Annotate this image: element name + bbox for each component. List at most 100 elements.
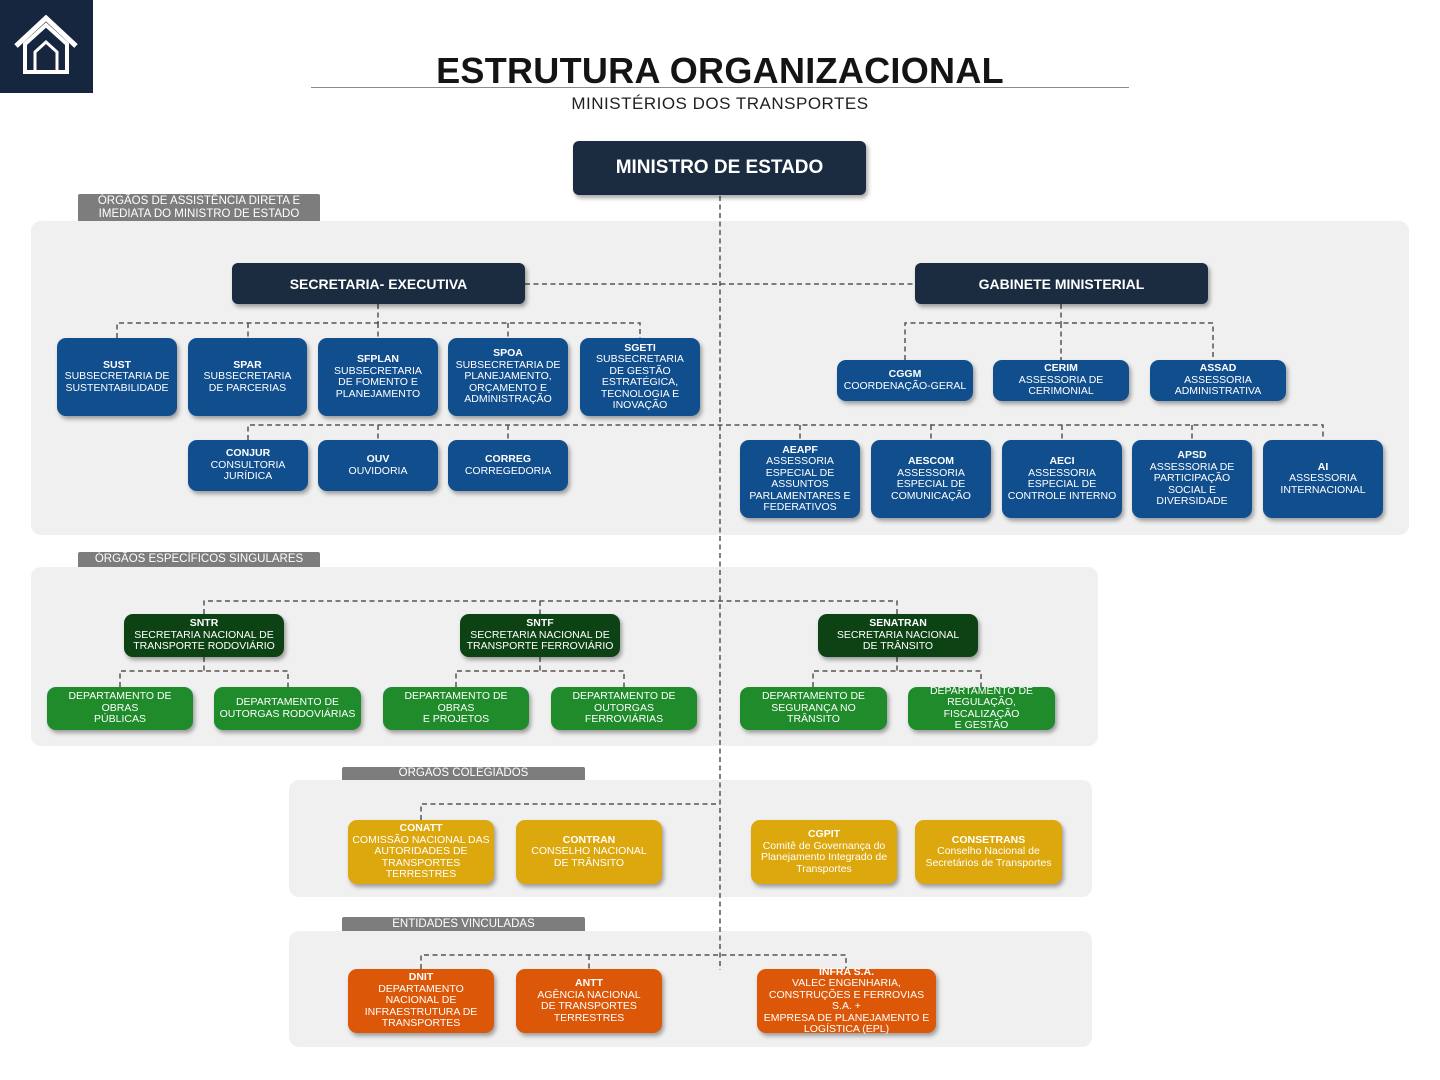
org-box-infra-sa[interactable]: INFRA S.A. VALEC ENGENHARIA, CONSTRUÇÕES…: [757, 965, 936, 1035]
org-box-apsd[interactable]: APSD ASSESSORIA DE PARTICIPAÇÃO SOCIAL E…: [1132, 440, 1252, 518]
section-tab-colegiados: ÓRGÃOS COLEGIADOS: [342, 767, 585, 780]
org-box-sntf[interactable]: SNTF SECRETARIA NACIONAL DE TRANSPORTE F…: [460, 614, 620, 657]
org-abbr: AECI: [1049, 455, 1075, 467]
org-abbr: INFRA S.A.: [818, 965, 875, 978]
org-abbr: CONSETRANS: [951, 833, 1026, 846]
org-desc: DEPARTAMENTO DE SEGURANÇA NO TRÂNSITO: [761, 690, 866, 726]
logo: [0, 0, 93, 93]
org-abbr: DNIT: [408, 971, 434, 984]
org-desc: SUBSECRETARIA DE PARCERIAS: [203, 370, 292, 394]
org-desc: COORDENAÇÃO-GERAL: [843, 379, 967, 392]
org-box-sust[interactable]: SUST SUBSECRETARIA DE SUSTENTABILIDADE: [57, 338, 177, 416]
org-box-ai[interactable]: AI ASSESSORIA INTERNACIONAL: [1263, 440, 1383, 518]
org-abbr: SFPLAN: [357, 353, 399, 365]
org-box-cgpit[interactable]: CGPIT Comitê de Governança do Planejamen…: [751, 820, 897, 884]
org-box-aeapf[interactable]: AEAPF ASSESSORIA ESPECIAL DE ASSUNTOS PA…: [740, 440, 860, 518]
org-box-aescom[interactable]: AESCOM ASSESSORIA ESPECIAL DE COMUNICAÇÃ…: [871, 440, 991, 518]
org-desc: Conselho Nacional de Secretários de Tran…: [925, 845, 1052, 869]
title-divider: [311, 87, 1129, 88]
org-abbr: SENATRAN: [869, 617, 927, 630]
org-box-spoa[interactable]: SPOA SUBSECRETARIA DE PLANEJAMENTO, ORÇA…: [448, 338, 568, 416]
org-desc: SECRETARIA NACIONAL DE TRÂNSITO: [836, 628, 960, 653]
org-abbr: AESCOM: [907, 455, 955, 467]
dept-box-regulacao[interactable]: DEPARTAMENTO DE REGULAÇÃO, FISCALIZAÇÃO …: [908, 684, 1055, 731]
org-desc: DEPARTAMENTO NACIONAL DE INFRAESTRUTURA …: [364, 982, 478, 1030]
org-desc: SUBSECRETARIA DE SUSTENTABILIDADE: [64, 370, 170, 394]
org-box-contran[interactable]: CONTRAN CONSELHO NACIONAL DE TRÂNSITO: [516, 820, 662, 884]
org-desc: ASSESSORIA DE PARTICIPAÇÃO SOCIAL E DIVE…: [1149, 460, 1235, 508]
org-box-dnit[interactable]: DNIT DEPARTAMENTO NACIONAL DE INFRAESTRU…: [348, 969, 494, 1033]
org-desc: ASSESSORIA INTERNACIONAL: [1280, 472, 1366, 496]
section-tab-vinculadas: ENTIDADES VINCULADAS: [342, 917, 585, 931]
org-desc: COMISSÃO NACIONAL DAS AUTORIDADES DE TRA…: [352, 833, 490, 881]
org-box-sfplan[interactable]: SFPLAN SUBSECRETARIA DE FOMENTO E PLANEJ…: [318, 338, 438, 416]
org-desc: DEPARTAMENTO DE OUTORGAS RODOVIÁRIAS: [219, 696, 356, 720]
org-desc: AGÊNCIA NACIONAL DE TRANSPORTES TERRESTR…: [537, 988, 641, 1024]
org-desc: ASSESSORIA DE CERIMONIAL: [1018, 373, 1104, 398]
org-box-cerim[interactable]: CERIM ASSESSORIA DE CERIMONIAL: [993, 360, 1129, 401]
org-desc: SECRETARIA NACIONAL DE TRANSPORTE FERROV…: [466, 628, 614, 653]
org-abbr: SPOA: [493, 347, 523, 360]
dept-box-obras-projetos[interactable]: DEPARTAMENTO DE OBRAS E PROJETOS: [383, 687, 529, 730]
org-desc: ASSESSORIA ESPECIAL DE ASSUNTOS PARLAMEN…: [749, 455, 851, 513]
gabinete-ministerial-box[interactable]: GABINETE MINISTERIAL: [915, 263, 1208, 304]
org-box-ouv[interactable]: OUV OUVIDORIA: [318, 440, 438, 491]
org-desc: DEPARTAMENTO DE REGULAÇÃO, FISCALIZAÇÃO …: [929, 684, 1034, 731]
org-desc: SECRETARIA NACIONAL DE TRANSPORTE RODOVI…: [133, 628, 275, 653]
org-box-sntr[interactable]: SNTR SECRETARIA NACIONAL DE TRANSPORTE R…: [124, 614, 284, 657]
dept-box-outorgas-rodoviarias[interactable]: DEPARTAMENTO DE OUTORGAS RODOVIÁRIAS: [214, 687, 361, 730]
dept-box-obras-publicas[interactable]: DEPARTAMENTO DE OBRAS PÚBLICAS: [47, 687, 193, 730]
org-abbr: CONJUR: [225, 447, 271, 460]
org-abbr: CORREG: [484, 453, 532, 465]
org-box-conjur[interactable]: CONJUR CONSULTORIA JURÍDICA: [188, 440, 308, 491]
org-abbr: AI: [1317, 460, 1329, 473]
org-desc: ASSESSORIA ADMINISTRATIVA: [1174, 373, 1262, 398]
org-box-correg[interactable]: CORREG CORREGEDORIA: [448, 440, 568, 491]
org-abbr: CONTRAN: [562, 833, 616, 846]
org-abbr: SUST: [102, 358, 131, 371]
org-box-sgeti[interactable]: SGETI SUBSECRETARIA DE GESTÃO ESTRATÉGIC…: [580, 338, 700, 416]
minister-box[interactable]: MINISTRO DE ESTADO: [573, 141, 866, 195]
org-box-assad[interactable]: ASSAD ASSESSORIA ADMINISTRATIVA: [1150, 360, 1286, 401]
org-box-consetrans[interactable]: CONSETRANS Conselho Nacional de Secretár…: [915, 820, 1062, 884]
org-desc: DEPARTAMENTO DE OBRAS PÚBLICAS: [68, 690, 172, 726]
secretaria-executiva-box[interactable]: SECRETARIA- EXECUTIVA: [232, 263, 525, 304]
org-abbr: OUV: [366, 453, 390, 465]
minister-label: MINISTRO DE ESTADO: [615, 157, 824, 178]
org-desc: OUVIDORIA: [348, 464, 408, 477]
org-desc: VALEC ENGENHARIA, CONSTRUÇÕES E FERROVIA…: [763, 977, 930, 1035]
org-box-conatt[interactable]: CONATT COMISSÃO NACIONAL DAS AUTORIDADES…: [348, 820, 494, 884]
org-desc: CONSELHO NACIONAL DE TRÂNSITO: [531, 845, 647, 869]
page-title: ESTRUTURA ORGANIZACIONAL: [436, 50, 1004, 91]
org-desc: DEPARTAMENTO DE OUTORGAS FERROVIÁRIAS: [572, 690, 676, 726]
section-tab-especificos: ÓRGÃOS ESPECÍFICOS SINGULARES: [78, 552, 320, 567]
org-abbr: AEAPF: [782, 443, 818, 456]
org-box-spar[interactable]: SPAR SUBSECRETARIA DE PARCERIAS: [188, 338, 307, 416]
org-abbr: SPAR: [233, 358, 262, 371]
org-desc: Comitê de Governança do Planejamento Int…: [760, 839, 888, 875]
org-box-senatran[interactable]: SENATRAN SECRETARIA NACIONAL DE TRÂNSITO: [818, 614, 978, 657]
dept-box-outorgas-ferroviarias[interactable]: DEPARTAMENTO DE OUTORGAS FERROVIÁRIAS: [551, 687, 697, 730]
org-desc: CONSULTORIA JURÍDICA: [210, 458, 286, 483]
org-desc: SUBSECRETARIA DE FOMENTO E PLANEJAMENTO: [334, 364, 422, 400]
page-subtitle: MINISTÉRIOS DOS TRANSPORTES: [571, 94, 869, 113]
org-desc: ASSESSORIA ESPECIAL DE COMUNICAÇÃO: [891, 466, 971, 502]
secretaria-executiva-label: SECRETARIA- EXECUTIVA: [289, 275, 468, 292]
org-desc: DEPARTAMENTO DE OBRAS E PROJETOS: [404, 690, 508, 726]
org-abbr: ASSAD: [1199, 362, 1237, 375]
org-abbr: CONATT: [399, 822, 443, 835]
dept-box-seguranca-transito[interactable]: DEPARTAMENTO DE SEGURANÇA NO TRÂNSITO: [740, 687, 887, 730]
section-tab-assistencia: ÓRGÃOS DE ASSISTÊNCIA DIRETA E IMEDIATA …: [78, 194, 320, 221]
org-box-antt[interactable]: ANTT AGÊNCIA NACIONAL DE TRANSPORTES TER…: [516, 969, 662, 1033]
org-desc: CORREGEDORIA: [464, 464, 552, 477]
org-abbr: APSD: [1177, 449, 1207, 462]
org-box-aeci[interactable]: AECI ASSESSORIA ESPECIAL DE CONTROLE INT…: [1002, 440, 1122, 518]
org-abbr: CGGM: [888, 368, 922, 380]
org-box-cggm[interactable]: CGGM COORDENAÇÃO-GERAL: [837, 360, 973, 401]
house-icon: [14, 14, 78, 74]
org-abbr: CERIM: [1044, 362, 1078, 375]
org-abbr: CGPIT: [807, 828, 841, 840]
org-abbr: ANTT: [575, 977, 603, 989]
org-desc: SUBSECRETARIA DE GESTÃO ESTRATÉGICA, TEC…: [596, 353, 684, 411]
